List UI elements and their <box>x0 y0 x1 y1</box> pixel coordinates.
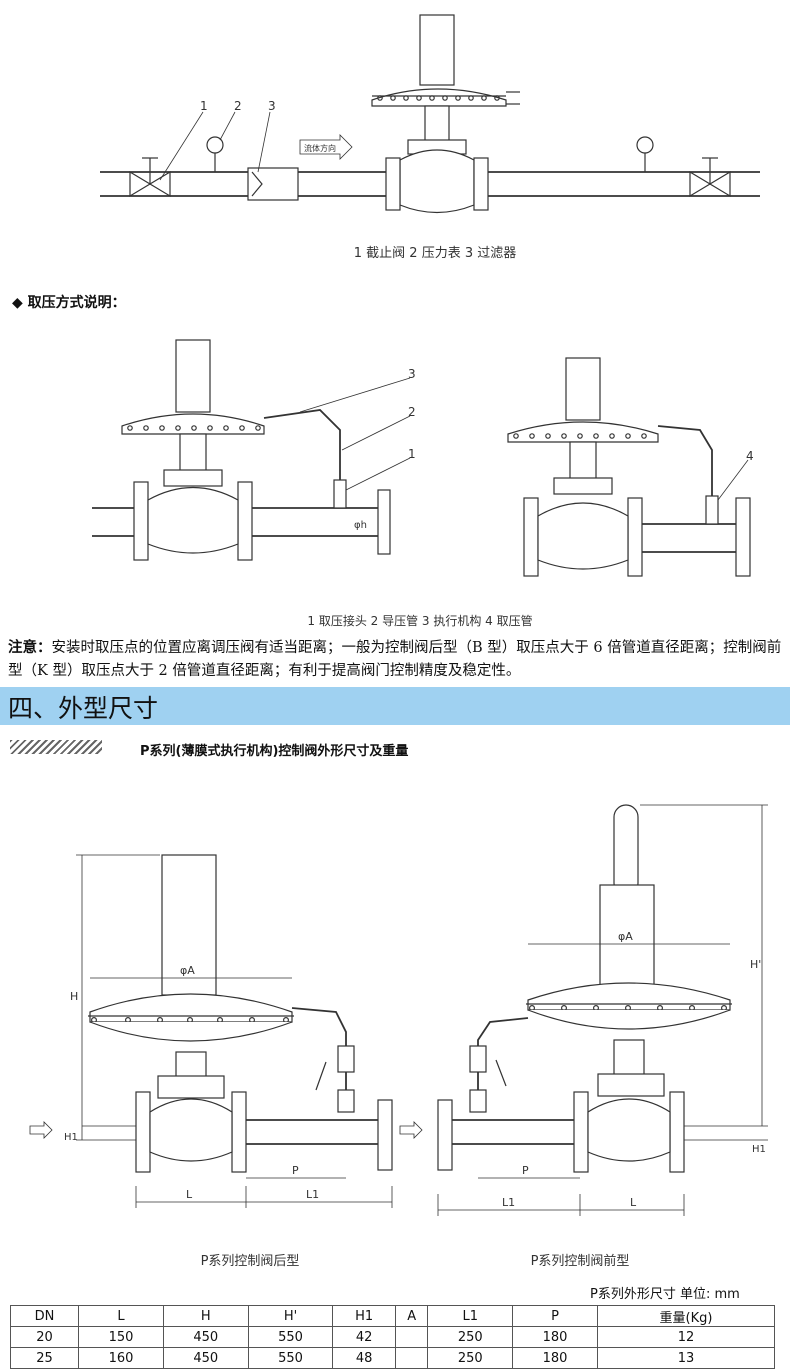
table-header: 重量(Kg) <box>596 1305 776 1327</box>
label-2: 2 <box>234 99 242 113</box>
table-cell: 450 <box>162 1347 249 1369</box>
table-cell: 42 <box>332 1326 396 1348</box>
section-title: 四、外型尺寸 <box>8 694 159 723</box>
dim-L-right: L <box>630 1196 637 1209</box>
label-4: 4 <box>746 449 754 463</box>
note-prefix: 注意： <box>8 639 52 656</box>
table-row: 25 160 450 550 48 250 180 13 <box>9 1347 776 1369</box>
table-cell: 25 <box>9 1347 80 1369</box>
table-header-row: DN L H H' H1 A L1 P 重量(Kg) <box>9 1305 776 1327</box>
dimension-drawings: H φA H1 P L L1 H' φA H1 P L1 L <box>29 804 768 1216</box>
drawing-right-caption: P系列控制阀前型 <box>530 1254 630 1269</box>
table-header: DN <box>9 1305 80 1327</box>
section-bar <box>0 687 790 725</box>
table-cell <box>394 1347 429 1369</box>
table-cell: 180 <box>512 1326 598 1348</box>
dim-Hprime-right: H' <box>750 958 761 971</box>
dim-P-right: P <box>522 1164 529 1177</box>
label-2: 2 <box>408 405 416 419</box>
dim-phiA-left: φA <box>180 964 195 977</box>
table-header: A <box>394 1305 429 1327</box>
pressure-tap-diagram: φh 3 2 1 4 <box>92 339 754 577</box>
table-cell: 160 <box>78 1347 164 1369</box>
table-cell: 13 <box>596 1347 776 1369</box>
table-cell: 150 <box>78 1326 164 1348</box>
table-cell: 48 <box>332 1347 396 1369</box>
table-cell: 550 <box>247 1347 334 1369</box>
installation-note: 注意：安装时取压点的位置应离调压阀有适当距离；一般为控制阀后型（B 型）取压点大… <box>8 636 786 683</box>
label-1: 1 <box>200 99 208 113</box>
table-header: H <box>162 1305 249 1327</box>
table-cell: 12 <box>596 1326 776 1348</box>
label-3: 3 <box>408 367 416 381</box>
dim-L-left: L <box>186 1188 193 1201</box>
dimension-table: DN L H H' H1 A L1 P 重量(Kg) 20 150 450 55… <box>9 1305 776 1369</box>
table-header: H' <box>247 1305 334 1327</box>
note-text: 安装时取压点的位置应离调压阀有适当距离；一般为控制阀后型（B 型）取压点大于 6… <box>8 640 782 679</box>
dim-phiA-right: φA <box>618 930 633 943</box>
diagram1-caption: 1 截止阀 2 压力表 3 过滤器 <box>353 246 517 261</box>
phi-h-label: φh <box>354 520 367 531</box>
table-cell: 550 <box>247 1326 334 1348</box>
diagram2-caption: 1 取压接头 2 导压管 3 执行机构 4 取压管 <box>307 614 533 628</box>
drawing-left-caption: P系列控制阀后型 <box>200 1254 300 1269</box>
table-header: L1 <box>427 1305 514 1327</box>
dimension-subtitle: P系列(薄膜式执行机构)控制阀外形尺寸及重量 <box>140 744 409 759</box>
table-row: 20 150 450 550 42 250 180 12 <box>9 1326 776 1348</box>
table-cell <box>394 1326 429 1348</box>
dim-L1-left: L1 <box>306 1188 319 1201</box>
hatch-decoration <box>10 740 102 754</box>
dim-H-left: H <box>70 990 78 1003</box>
table-header: H1 <box>332 1305 396 1327</box>
dim-P-left: P <box>292 1164 299 1177</box>
label-1: 1 <box>408 447 416 461</box>
installation-diagram: 流体方向 1 2 3 <box>100 14 760 214</box>
table-cell: 450 <box>162 1326 249 1348</box>
table-cell: 180 <box>512 1347 598 1369</box>
table-cell: 250 <box>427 1347 514 1369</box>
label-3: 3 <box>268 99 276 113</box>
dim-H1-left: H1 <box>64 1132 78 1143</box>
flow-direction-label: 流体方向 <box>304 143 336 153</box>
table-cell: 250 <box>427 1326 514 1348</box>
dim-L1-right: L1 <box>502 1196 515 1209</box>
table-header: P <box>512 1305 598 1327</box>
table-header: L <box>78 1305 164 1327</box>
table-cell: 20 <box>9 1326 80 1348</box>
dim-H1-right: H1 <box>752 1144 766 1155</box>
pressure-tap-heading: ◆ 取压方式说明： <box>12 295 126 311</box>
unit-label: P系列外形尺寸 单位: mm <box>590 1287 740 1302</box>
